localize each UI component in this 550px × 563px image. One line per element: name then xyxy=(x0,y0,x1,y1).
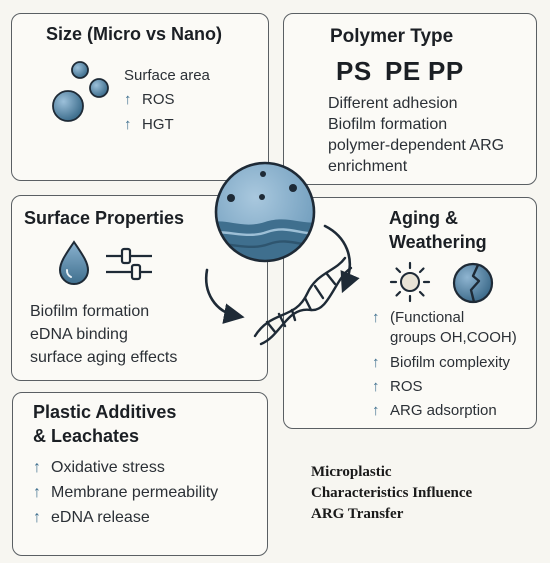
central-illustration xyxy=(204,161,360,346)
up-arrow-icon: ↑ xyxy=(372,309,380,326)
additives-line-edna: ↑eDNA release xyxy=(33,509,150,526)
up-arrow-icon: ↑ xyxy=(33,459,41,476)
polymer-panel xyxy=(283,13,537,185)
caption-line3: ARG Transfer xyxy=(311,506,404,522)
up-arrow-icon: ↑ xyxy=(124,116,132,133)
particle-spheres-icon xyxy=(52,61,109,122)
surface-line-edna: eDNA binding xyxy=(30,326,128,343)
additives-panel xyxy=(12,392,268,556)
size-panel xyxy=(11,13,269,181)
aging-panel-title-line2: Weathering xyxy=(389,232,487,252)
cracked-particle-icon xyxy=(452,262,494,304)
polymer-line-adhesion: Different adhesion xyxy=(328,95,458,112)
caption-line2: Characteristics Influence xyxy=(311,485,473,501)
polymer-pp: PP xyxy=(428,56,464,86)
polymer-panel-title: Polymer Type xyxy=(330,26,454,47)
aging-panel xyxy=(283,197,537,429)
additives-line-oxidative: ↑Oxidative stress xyxy=(33,459,165,476)
up-arrow-icon: ↑ xyxy=(33,484,41,501)
microplastic-particle-icon xyxy=(214,161,316,263)
aging-line-biofilm: ↑Biofilm complexity xyxy=(372,354,511,371)
up-arrow-icon: ↑ xyxy=(372,378,380,395)
caption-line1: Microplastic xyxy=(311,464,392,480)
dna-helix-icon xyxy=(253,256,353,346)
aging-line-functional: ↑(Functional xyxy=(372,309,465,326)
aging-line-arg: ↑ARG adsorption xyxy=(372,402,497,419)
size-line-ros: ↑ROS xyxy=(124,91,175,108)
additives-line-membrane: ↑Membrane permeability xyxy=(33,484,219,501)
polymer-line-biofilm: Biofilm formation xyxy=(328,116,448,133)
size-panel-title: Size (Micro vs Nano) xyxy=(46,24,223,44)
adjustment-sliders-icon xyxy=(106,247,152,281)
up-arrow-icon: ↑ xyxy=(372,354,380,371)
polymer-line-enrichment: enrichment xyxy=(328,158,408,175)
up-arrow-icon: ↑ xyxy=(124,91,132,108)
size-line-surface-area: Surface area xyxy=(124,67,210,84)
aging-line-ros: ↑ROS xyxy=(372,378,423,395)
aging-panel-title-line1: Aging & xyxy=(389,208,458,228)
additives-panel-title-line2: & Leachates xyxy=(33,426,140,446)
polymer-ps: PS xyxy=(336,56,372,86)
up-arrow-icon: ↑ xyxy=(33,509,41,526)
droplet-icon xyxy=(58,240,90,285)
polymer-pe: PE xyxy=(385,56,421,86)
polymer-line-arg: polymer-dependent ARG xyxy=(328,137,505,154)
size-line-hgt: ↑HGT xyxy=(124,116,174,133)
surface-line-biofilm: Biofilm formation xyxy=(30,303,150,320)
aging-line-groups: groups OH,COOH) xyxy=(390,329,517,346)
surface-line-aging: surface aging effects xyxy=(30,349,178,366)
up-arrow-icon: ↑ xyxy=(372,402,380,419)
surface-panel-title: Surface Properties xyxy=(24,208,185,228)
additives-panel-title-line1: Plastic Additives xyxy=(33,402,177,422)
sun-icon xyxy=(389,261,431,303)
